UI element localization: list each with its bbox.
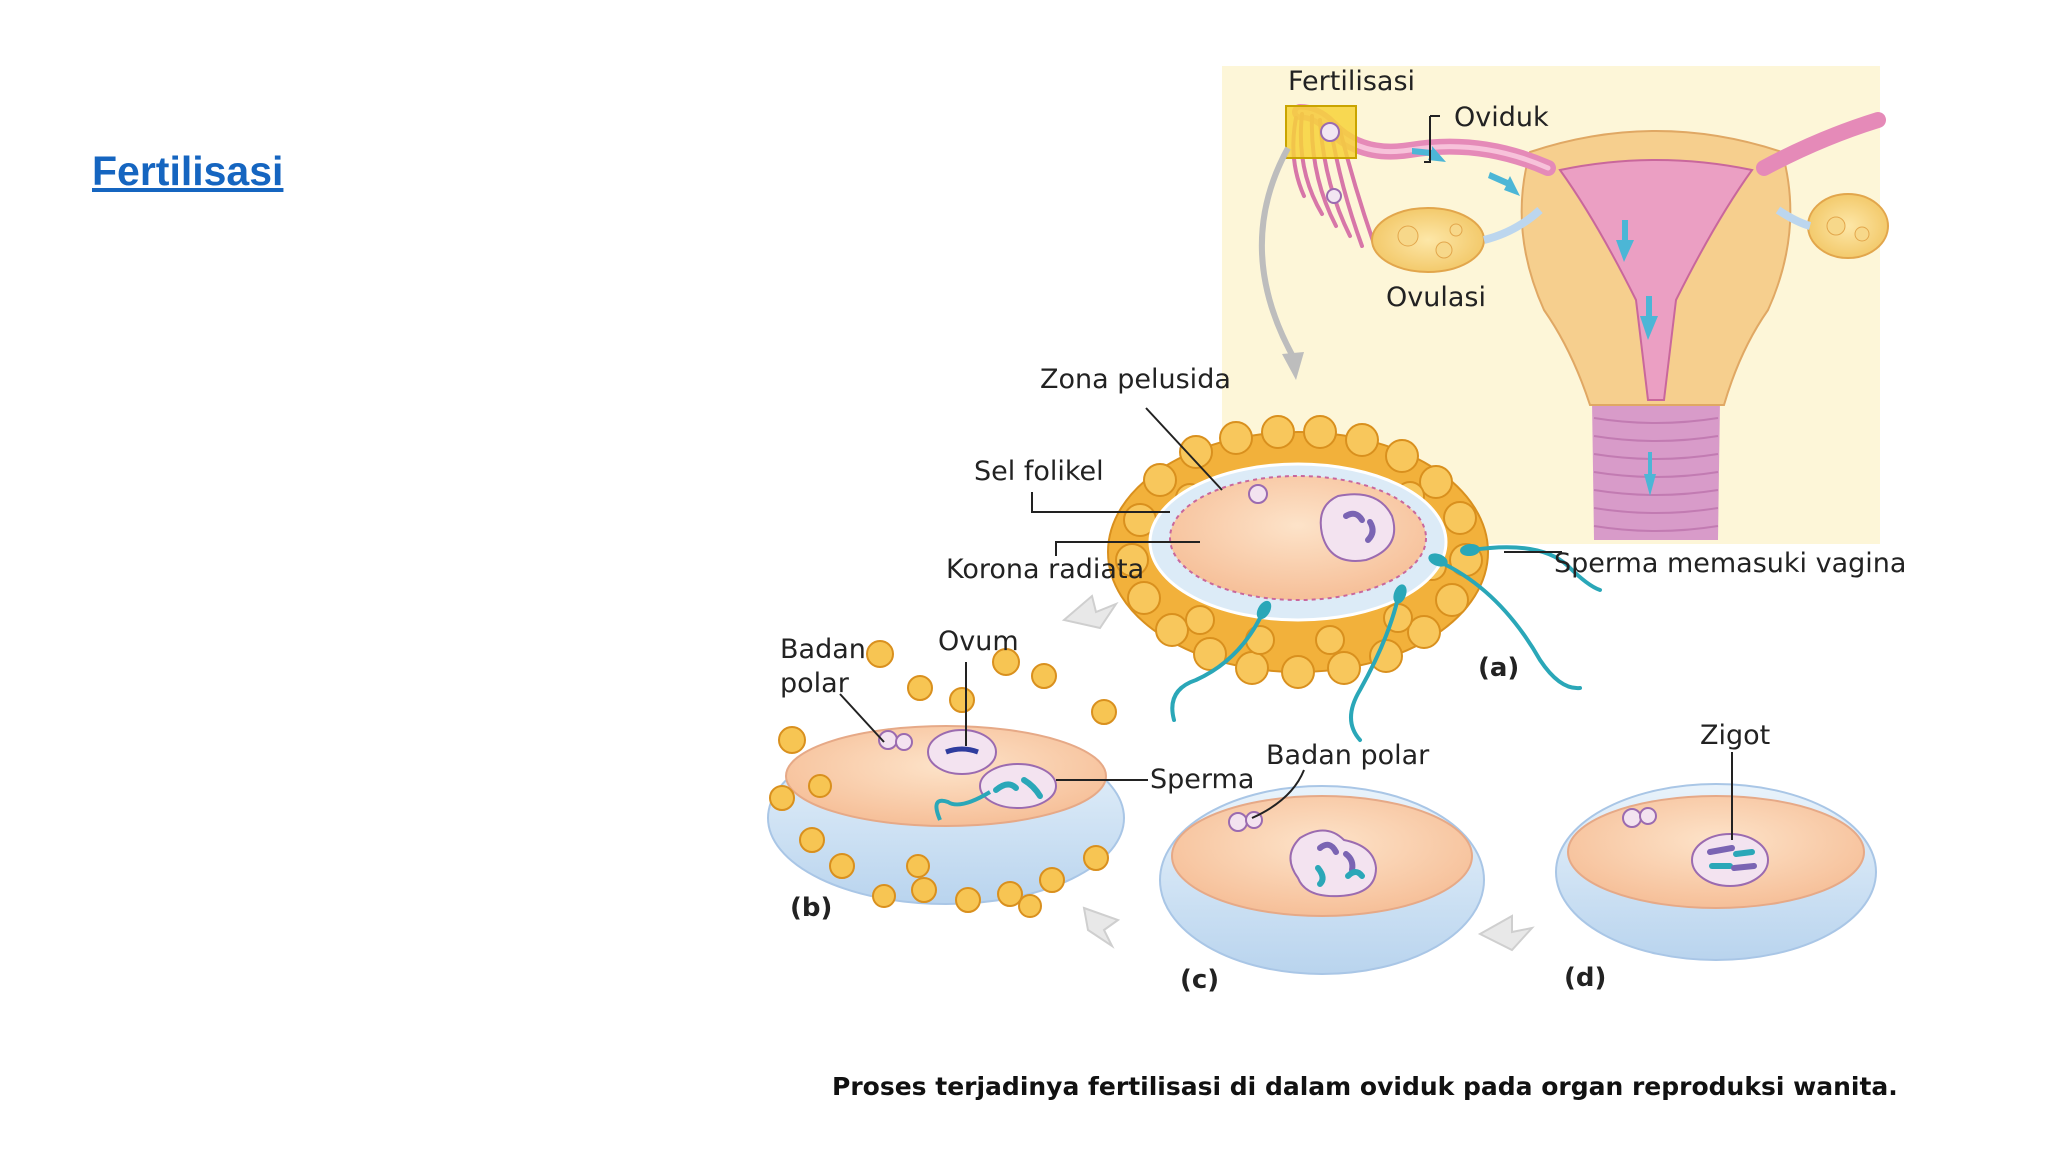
- label-sel-folikel: Sel folikel: [974, 456, 1104, 487]
- polar-body-a: [1248, 484, 1268, 504]
- panel-a-egg: [1107, 415, 1602, 742]
- uterine-cavity: [1558, 159, 1754, 401]
- label-zigot: Zigot: [1700, 720, 1770, 751]
- nucleus-b-ovum: [927, 729, 997, 775]
- label-badan-polar-b-line2: polar: [780, 668, 850, 699]
- vagina: [1592, 400, 1720, 540]
- slide-title: Fertilisasi: [92, 148, 284, 194]
- panel-label-a: (a): [1478, 653, 1519, 683]
- sperm-heads-a: [1256, 543, 1480, 620]
- right-ovary: [1807, 193, 1889, 259]
- label-oviduk: Oviduk: [1454, 102, 1549, 133]
- leader-lines: [839, 407, 1733, 840]
- label-korona-radiata: Korona radiata: [946, 554, 1144, 585]
- label-ovulasi: Ovulasi: [1386, 282, 1486, 313]
- nucleus-c: [1289, 829, 1378, 898]
- vagina-rings: [1593, 417, 1719, 532]
- panel-label-c: (c): [1180, 965, 1219, 995]
- right-oviduct: [1756, 112, 1886, 176]
- zoom-arrow: [1258, 146, 1299, 364]
- label-ovum: Ovum: [938, 626, 1019, 657]
- panel-c-egg: [1159, 785, 1485, 975]
- label-sperma: Sperma: [1150, 764, 1254, 795]
- label-fertilisasi: Fertilisasi: [1288, 66, 1415, 97]
- sperm-group-a: [1170, 545, 1602, 742]
- zygote-nucleus: [1691, 833, 1769, 887]
- transition-arrows: [1061, 594, 1535, 952]
- follicle-cells-b: [769, 640, 1117, 918]
- label-badan-polar-b-line1: Badan: [780, 634, 866, 665]
- figure-caption: Proses terjadinya fertilisasi di dalam o…: [832, 1072, 1898, 1101]
- panel-label-b: (b): [790, 893, 832, 923]
- polar-body-d: [1622, 808, 1642, 828]
- left-ovary: [1371, 207, 1485, 273]
- panel-b-egg: [767, 640, 1125, 918]
- label-zona-pelusida: Zona pelusida: [1040, 364, 1231, 395]
- panel-label-d: (d): [1564, 963, 1606, 993]
- label-badan-polar-c: Badan polar: [1266, 740, 1430, 771]
- polar-body-c: [1228, 812, 1248, 832]
- panel-d-egg: [1555, 783, 1877, 961]
- leader-lines-top: [1424, 115, 1440, 163]
- nucleus-a: [1319, 493, 1396, 562]
- label-sperma-memasuki-vagina: Sperma memasuki vagina: [1554, 548, 1906, 579]
